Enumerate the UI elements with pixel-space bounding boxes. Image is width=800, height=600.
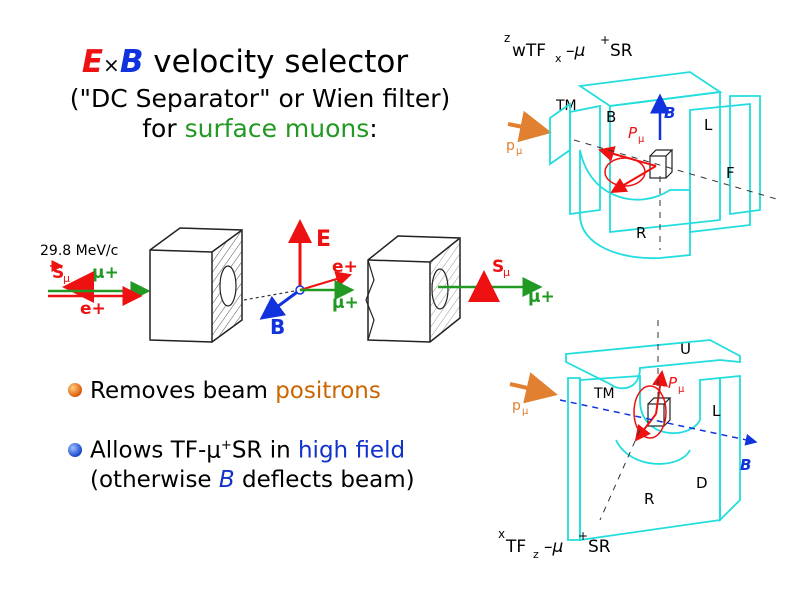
top-f-label: F xyxy=(726,164,735,182)
mu-plus-left: μ+ xyxy=(92,263,119,283)
bottom-b-field-axis xyxy=(559,399,758,446)
bottom-heading-sr: SR xyxy=(588,537,611,557)
bottom-heading-plus: + xyxy=(578,529,588,543)
bottom-beam-arrow-icon xyxy=(509,372,558,404)
top-r-label: R xyxy=(636,224,646,242)
subtitle-highlight: surface muons xyxy=(184,114,370,143)
top-heading-sr: SR xyxy=(610,41,633,61)
bottom-pmu-label: p xyxy=(512,398,521,414)
mu-plus-center: μ+ xyxy=(332,293,359,313)
bottom-heading-mu: –μ xyxy=(544,537,564,557)
bullet-otherwise: (otherwise B deflects beam) xyxy=(90,466,415,494)
bottom-heading-tf: TF xyxy=(505,537,526,557)
e-field-label: E xyxy=(316,227,331,252)
top-heading-mu: –μ xyxy=(566,41,586,61)
page-title: E×B velocity selector xyxy=(0,44,490,83)
spin-label-right-sub: μ xyxy=(503,266,510,279)
b-field-label: B xyxy=(270,315,285,339)
bullet3-pre: (otherwise xyxy=(90,467,219,493)
subtitle-line2: for surface muons: xyxy=(0,114,520,144)
top-pmu-vector-label: P xyxy=(628,124,638,142)
top-heading-wtf: wTF xyxy=(512,41,546,61)
bottom-b-vector-label: B xyxy=(740,456,751,474)
bullet1-highlight: positrons xyxy=(275,378,381,404)
bullet-allows-tf: Allows TF-μ+SR in high field xyxy=(68,432,405,465)
bullet3-highlight: B xyxy=(218,467,235,493)
bottom-heading-z: z xyxy=(533,548,539,561)
title-e: E xyxy=(81,44,104,80)
bottom-tm-label: TM xyxy=(593,386,615,402)
title-cross: × xyxy=(103,53,120,77)
bullet-removes-positrons: Removes beam positrons xyxy=(68,377,381,405)
geometry-top: z wTF x –μ + SR TM p μ B P μ B L F R xyxy=(504,31,781,260)
blue-bullet-icon xyxy=(68,442,82,457)
top-b-vector-label: B xyxy=(664,104,675,122)
bullet3-post: deflects beam) xyxy=(234,467,415,493)
separator-diagram: 29.8 MeV/c S μ μ+ e+ E B e+ μ+ xyxy=(40,219,555,344)
left-electrode-block xyxy=(149,227,243,343)
geometry-bottom: U TM p μ P μ L B D R x TF z –μ + SR xyxy=(498,320,758,561)
bottom-heading-x: x xyxy=(498,527,505,541)
top-l-label: L xyxy=(704,116,713,134)
positron-deflect-arrow xyxy=(299,271,352,291)
subtitle-pre: for xyxy=(142,114,185,143)
subtitle-post: : xyxy=(369,114,378,143)
bottom-cyan-plates xyxy=(565,339,741,542)
bottom-r-label: R xyxy=(644,490,654,508)
spin-label-left-sub: μ xyxy=(63,272,70,285)
top-heading-plus: + xyxy=(600,33,610,47)
top-pmu-vector-sub: μ xyxy=(638,134,645,145)
bottom-pmu-vector-label: P xyxy=(668,374,678,392)
top-heading-z: z xyxy=(504,31,510,45)
bullet2-sup: + xyxy=(220,438,232,453)
top-beam-arrow-icon xyxy=(507,110,552,143)
top-pmu-sub: μ xyxy=(516,146,523,157)
bottom-pmu-vector-sub: μ xyxy=(678,384,685,395)
positron-label-center: e+ xyxy=(332,257,358,277)
top-pmu-label: p xyxy=(506,138,515,154)
right-electrode-block xyxy=(365,235,461,344)
top-heading-x: x xyxy=(555,52,562,65)
title-rest: velocity selector xyxy=(143,44,409,80)
bottom-u-label: U xyxy=(680,340,691,358)
title-b: B xyxy=(119,44,144,80)
top-b-panel: B xyxy=(606,108,616,126)
bullet1-pre: Removes beam xyxy=(90,378,276,404)
positron-label-left: e+ xyxy=(80,299,106,319)
bullet2-mid: SR in xyxy=(231,437,298,464)
bottom-pmu-sub: μ xyxy=(522,406,529,417)
orange-bullet-icon xyxy=(68,383,82,397)
bottom-l-label: L xyxy=(712,402,721,420)
momentum-label: 29.8 MeV/c xyxy=(40,243,118,259)
top-sample-cube xyxy=(649,155,667,179)
subtitle-line1: ("DC Separator" or Wien filter) xyxy=(69,84,451,113)
mu-plus-right: μ+ xyxy=(528,287,555,307)
top-cyan-plates xyxy=(549,71,761,260)
b-field-arrow-icon xyxy=(259,288,301,320)
bullet2-pre: Allows TF-μ xyxy=(90,437,221,464)
bullet2-highlight: high field xyxy=(297,437,406,464)
bottom-precession-vector xyxy=(652,370,668,415)
bottom-d-label: D xyxy=(696,474,708,492)
